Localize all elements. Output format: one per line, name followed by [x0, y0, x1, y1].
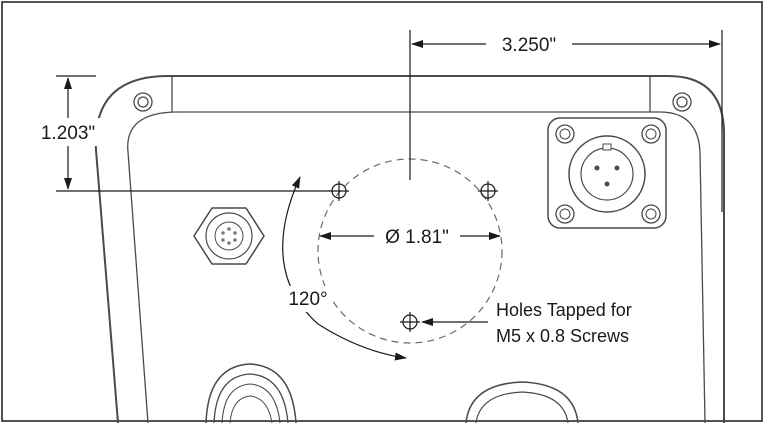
- tapped-holes-note: Holes Tapped for M5 x 0.8 Screws: [421, 300, 632, 346]
- angle-dimension-label: 120°: [288, 289, 327, 310]
- tapped-hole-bottom: [400, 312, 420, 332]
- square-connector: [547, 117, 667, 229]
- hex-gland-connector: [193, 207, 265, 265]
- horizontal-dimension-label: 3.250": [502, 35, 556, 56]
- round-connector-bottom-right: [465, 381, 579, 423]
- horizontal-dimension: 3.250": [409, 30, 723, 212]
- tapped-hole-left: [329, 181, 349, 201]
- note-line-1: Holes Tapped for: [496, 300, 632, 320]
- round-connector-bottom-left: [205, 363, 297, 423]
- diameter-dimension-label: Ø 1.81": [385, 227, 449, 248]
- vertical-dimension: 1.203": [32, 75, 330, 192]
- corner-screw-left: [133, 92, 153, 112]
- vertical-dimension-label: 1.203": [41, 123, 95, 144]
- tapped-hole-right: [478, 181, 498, 201]
- note-line-2: M5 x 0.8 Screws: [496, 326, 629, 346]
- corner-screw-right: [672, 92, 692, 112]
- enclosure-outline: [94, 75, 725, 423]
- diameter-dimension: Ø 1.81": [319, 227, 501, 248]
- angle-dimension: 120°: [282, 176, 407, 361]
